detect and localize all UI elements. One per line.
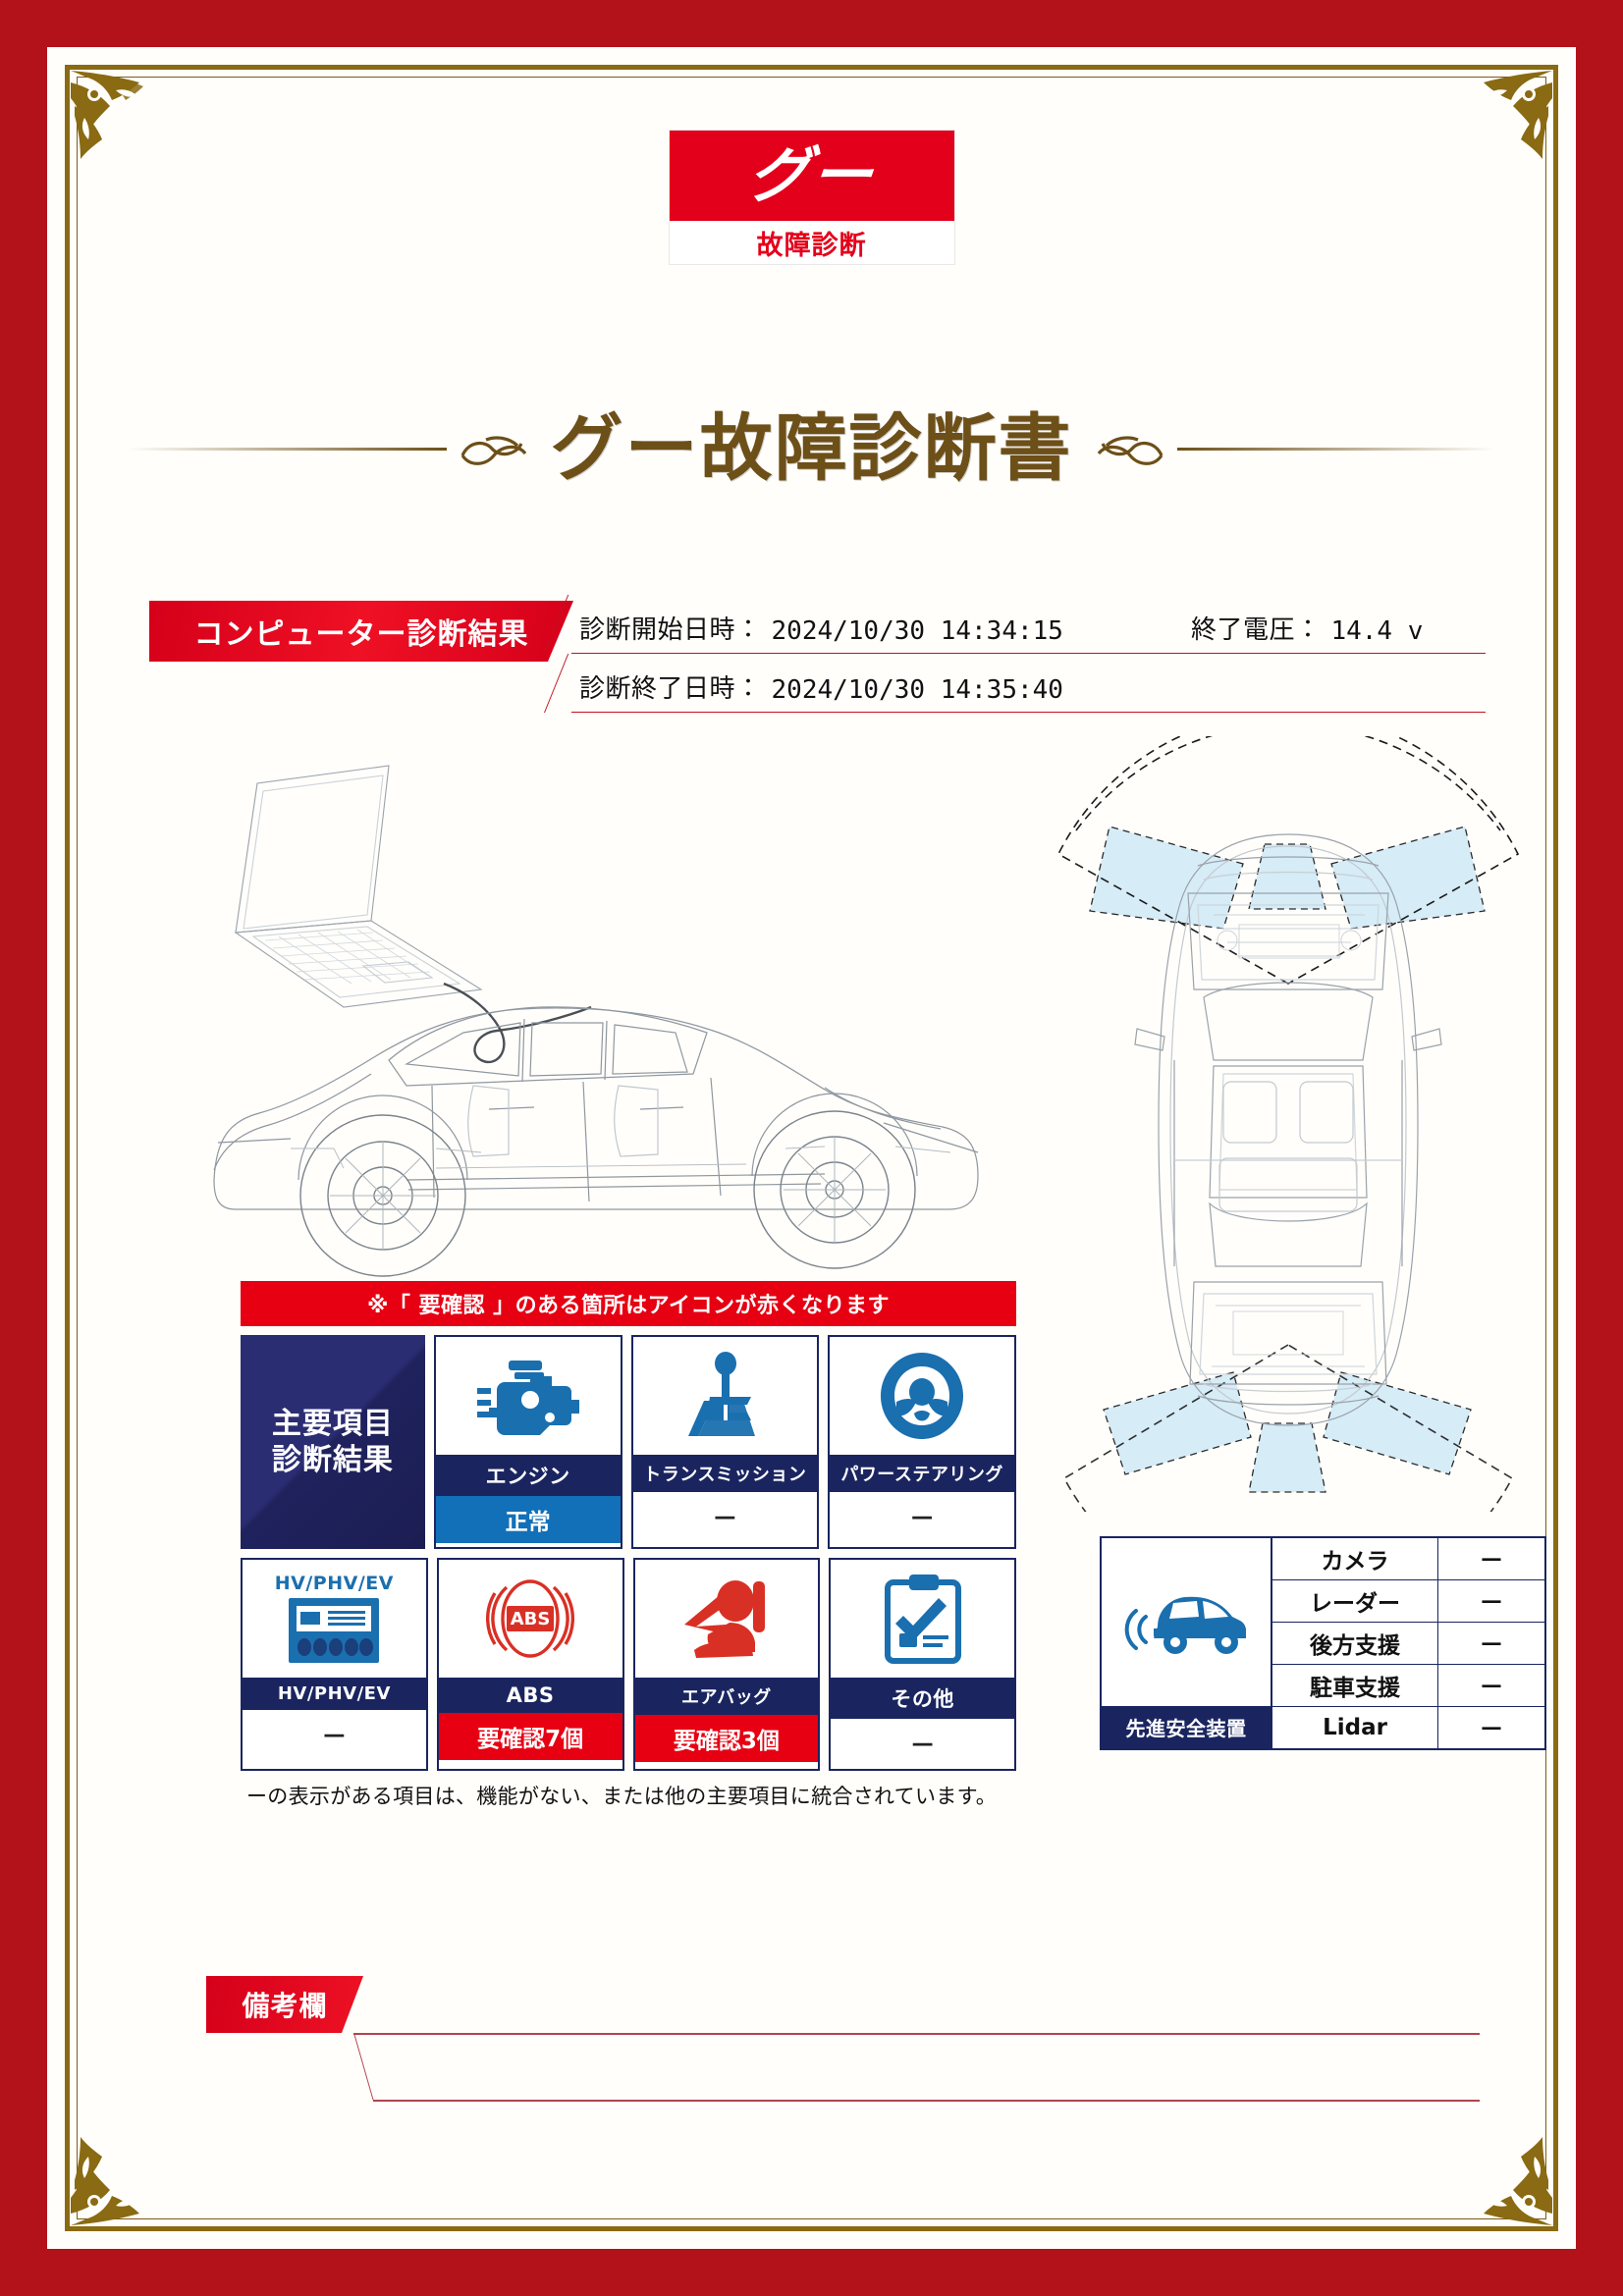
adas-value-parking-support: －	[1479, 1673, 1504, 1701]
result-status-abs: 要確認7個	[438, 1713, 622, 1760]
hv-icon-tag: HV/PHV/EV	[274, 1573, 394, 1594]
logo-subtitle: 故障診断	[756, 230, 867, 261]
result-status-transmission: －	[632, 1492, 818, 1542]
result-name-hv-phv-ev: HV/PHV/EV	[243, 1678, 426, 1710]
adas-name-lidar: Lidar	[1272, 1707, 1438, 1748]
result-name-abs: ABS	[438, 1678, 622, 1713]
remarks-section: 備考欄	[206, 1966, 1480, 2113]
remarks-line-1[interactable]	[353, 2033, 1480, 2035]
page-title: グー故障診断書	[550, 406, 1073, 491]
start-row-underline	[544, 652, 1486, 654]
adas-value-camera: －	[1479, 1546, 1504, 1575]
certificate-frame: グー 故障診断 グー故障診断書	[47, 47, 1576, 2249]
diagnostic-start-row: 診断開始日時： 2024/10/30 14:34:15 終了電圧： 14.4 v	[544, 595, 1486, 654]
adas-name-parking-support: 駐車支援	[1272, 1665, 1438, 1706]
diagnostic-header: コンピューター診断結果 診断開始日時： 2024/10/30 14:34:15 …	[149, 595, 1486, 713]
laptop-car-diagnostic-illustration	[196, 736, 1001, 1286]
adas-row-camera[interactable]: カメラ －	[1272, 1538, 1544, 1580]
result-name-airbag: エアバッグ	[634, 1678, 819, 1715]
results-row-1: 主要項目 診断結果	[241, 1335, 1016, 1549]
main-diagnosis-results: ※「 要確認 」のある箇所はアイコンが赤くなります 主要項目 診断結果	[241, 1281, 1016, 1810]
adas-row-rear-support[interactable]: 後方支援 －	[1272, 1623, 1544, 1665]
adas-row-lidar[interactable]: Lidar －	[1272, 1707, 1544, 1748]
adas-row-parking-support[interactable]: 駐車支援 －	[1272, 1665, 1544, 1707]
result-name-transmission: トランスミッション	[632, 1455, 818, 1492]
results-title-line1: 主要項目	[271, 1406, 394, 1441]
svg-text:ABS: ABS	[511, 1609, 551, 1629]
results-title-line2: 診断結果	[271, 1443, 394, 1477]
end-time-value: 2024/10/30 14:35:40	[771, 675, 1063, 705]
results-footnote: ーの表示がある項目は、機能がない、または他の主要項目に統合されています。	[246, 1785, 998, 1808]
result-card-airbag[interactable]: エアバッグ 要確認3個	[632, 1558, 821, 1771]
voltage-label: 終了電圧：	[1190, 615, 1322, 645]
adas-value-rear-support: －	[1479, 1630, 1504, 1659]
engine-icon	[435, 1337, 621, 1455]
battery-icon: HV/PHV/EV	[243, 1560, 426, 1678]
remarks-ribbon: 備考欄	[206, 1976, 363, 2033]
flourish-right-icon	[1083, 426, 1167, 471]
result-name-power-steering: パワーステアリング	[830, 1455, 1014, 1492]
result-card-engine[interactable]: エンジン 正常	[433, 1335, 622, 1549]
computer-diagnosis-label: コンピューター診断結果	[193, 617, 529, 652]
adas-sensor-coverage-illustration	[1031, 736, 1542, 1512]
result-card-transmission[interactable]: トランスミッション －	[630, 1335, 820, 1549]
computer-diagnosis-ribbon: コンピューター診断結果	[149, 601, 573, 662]
brand-logo: グー 故障診断	[88, 130, 1535, 265]
adas-value-radar: －	[1479, 1588, 1504, 1617]
remarks-label: 備考欄	[242, 1990, 328, 2022]
title-rule-right	[1176, 446, 1496, 452]
flourish-left-icon	[457, 426, 541, 471]
result-status-hv-phv-ev: －	[243, 1710, 426, 1760]
clipboard-icon	[831, 1560, 1014, 1678]
result-card-other[interactable]: その他 －	[829, 1558, 1016, 1771]
results-notice: ※「 要確認 」のある箇所はアイコンが赤くなります	[241, 1281, 1016, 1326]
advanced-safety-table: 先進安全装置 カメラ － レーダー － 後方支援 －	[1100, 1536, 1546, 1750]
adas-name-camera: カメラ	[1272, 1538, 1438, 1579]
start-time-label: 診断開始日時：	[579, 615, 762, 645]
result-card-power-steering[interactable]: パワーステアリング －	[828, 1335, 1016, 1549]
end-row-underline	[544, 711, 1486, 713]
remarks-slant	[353, 2033, 396, 2100]
logo-brand-text: グー	[744, 139, 879, 211]
airbag-icon	[634, 1560, 819, 1678]
steering-icon	[830, 1337, 1014, 1455]
end-time-label: 診断終了日時：	[579, 674, 762, 704]
adas-value-lidar: －	[1479, 1715, 1504, 1743]
start-time-value: 2024/10/30 14:34:15	[771, 616, 1063, 646]
voltage-value: 14.4 v	[1330, 616, 1424, 646]
adas-name-radar: レーダー	[1272, 1580, 1438, 1622]
logo-red-block: グー	[669, 131, 954, 221]
abs-icon: ABS	[438, 1560, 622, 1678]
diagnostic-end-row: 診断終了日時： 2024/10/30 14:35:40	[544, 654, 1486, 713]
result-name-other: その他	[831, 1678, 1014, 1719]
remarks-line-2[interactable]	[373, 2100, 1480, 2102]
result-status-engine: 正常	[435, 1496, 621, 1543]
title-rule-left	[128, 446, 447, 452]
adas-row-radar[interactable]: レーダー －	[1272, 1580, 1544, 1623]
result-status-airbag: 要確認3個	[634, 1715, 819, 1762]
result-name-engine: エンジン	[435, 1455, 621, 1496]
adas-name-rear-support: 後方支援	[1272, 1623, 1438, 1664]
result-status-other: －	[831, 1719, 1014, 1769]
results-title-panel: 主要項目 診断結果	[241, 1335, 425, 1549]
document-title-row: グー故障診断書	[128, 412, 1495, 485]
result-card-abs[interactable]: ABS ABS 要確認7個	[436, 1558, 624, 1771]
car-sensor-icon	[1102, 1538, 1271, 1706]
transmission-icon	[632, 1337, 818, 1455]
adas-label: 先進安全装置	[1102, 1706, 1271, 1748]
result-card-hv-phv-ev[interactable]: HV/PHV/EV HV/PHV/EV －	[241, 1558, 428, 1771]
result-status-power-steering: －	[830, 1492, 1014, 1542]
results-row-2: HV/PHV/EV HV/PHV/EV －	[241, 1558, 1016, 1771]
